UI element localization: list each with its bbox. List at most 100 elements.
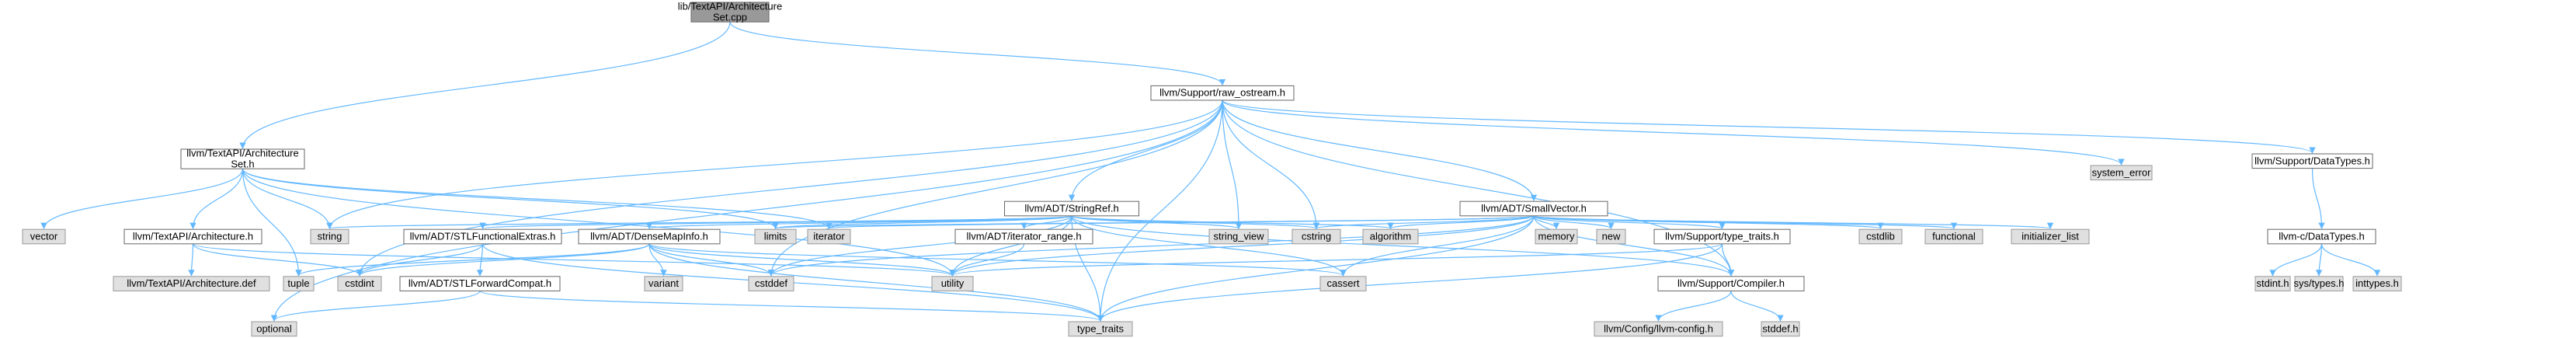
node-string-view: string_view <box>1208 228 1269 245</box>
node-box <box>1924 228 1983 245</box>
node-box <box>123 228 262 245</box>
node-label: cstring <box>1302 231 1331 242</box>
edge-raw_ostream-to-string_view <box>1222 99 1243 230</box>
node-datatypes[interactable]: llvm/Support/DataTypes.h <box>2251 153 2373 169</box>
edge-datatypes-to-llvmc_datatypes <box>2311 168 2325 230</box>
node-llvm-config: llvm/Config/llvm-config.h <box>1594 321 1723 337</box>
node-box <box>1362 228 1419 245</box>
edge-smallvector-to-initializer_list <box>1533 215 2053 230</box>
node-box <box>2090 165 2153 181</box>
node-stdint: stdint.h <box>2254 276 2291 291</box>
node-box <box>2011 228 2090 245</box>
edge-densemapinfo-to-tuple <box>295 243 650 277</box>
node-box <box>931 276 974 291</box>
node-label: initializer_list <box>2022 231 2079 242</box>
node-label: llvm/ADT/iterator_range.h <box>966 231 1081 242</box>
edge-archset-to-architecture <box>189 169 244 230</box>
node-label: stddef.h <box>1762 322 1798 334</box>
node-label: llvm/ADT/SmallVector.h <box>1481 203 1587 214</box>
node-cstddef: cstddef <box>748 276 794 291</box>
edge-stringref-to-cassert <box>1071 215 1347 277</box>
node-architecture[interactable]: llvm/TextAPI/Architecture.h <box>123 228 262 245</box>
node-type-traits-h[interactable]: llvm/Support/type_traits.h <box>1653 228 1791 245</box>
node-box <box>1150 85 1295 101</box>
edge-smallvector-to-cstddef <box>767 215 1535 277</box>
edge-root-to-raw_ostream <box>729 22 1226 86</box>
node-inttypes: inttypes.h <box>2352 276 2402 291</box>
node-arch-def: llvm/TextAPI/Architecture.def <box>113 276 270 291</box>
node-box <box>1068 321 1133 337</box>
node-compiler[interactable]: llvm/Support/Compiler.h <box>1657 276 1805 291</box>
node-box <box>310 228 349 245</box>
node-stlfunc[interactable]: llvm/ADT/STLFunctionalExtras.h <box>403 228 562 245</box>
edge-layer <box>40 22 2381 322</box>
node-label: Set.cpp <box>713 12 747 23</box>
edge-stringref-to-utility <box>949 215 1072 277</box>
node-smallvector[interactable]: llvm/ADT/SmallVector.h <box>1459 200 1608 217</box>
node-box <box>1761 321 1800 337</box>
node-label: string_view <box>1213 231 1264 242</box>
edge-archset-to-tuple <box>242 169 302 277</box>
node-vector: vector <box>22 228 66 245</box>
node-label: llvm/Support/Compiler.h <box>1677 277 1785 289</box>
node-variant: variant <box>644 276 683 291</box>
node-box <box>2294 276 2344 291</box>
node-label: llvm/ADT/STLFunctionalExtras.h <box>410 231 556 242</box>
node-box <box>954 228 1093 245</box>
edge-archset-to-utility <box>242 169 956 277</box>
node-label: llvm/ADT/StringRef.h <box>1024 203 1118 214</box>
edge-stlforward-to-optional <box>270 291 481 322</box>
node-iterator-range[interactable]: llvm/ADT/iterator_range.h <box>954 228 1093 245</box>
node-densemapinfo[interactable]: llvm/ADT/DenseMapInfo.h <box>578 228 721 245</box>
node-label: type_traits <box>1077 322 1124 334</box>
node-label: algorithm <box>1370 231 1411 242</box>
edge-smallvector-to-limits <box>773 215 1535 230</box>
node-box <box>399 276 561 291</box>
node-label: limits <box>764 231 787 242</box>
edge-raw_ostream-to-stringref <box>1068 99 1223 202</box>
node-label: llvm/TextAPI/Architecture <box>186 148 299 159</box>
node-label: cassert <box>1327 277 1360 289</box>
edge-root-to-archset <box>239 22 731 149</box>
node-box <box>337 276 382 291</box>
node-label: optional <box>256 322 292 334</box>
node-label: string <box>318 231 342 242</box>
edge-raw_ostream-to-cstdint <box>356 99 1223 277</box>
node-box <box>1858 228 1903 245</box>
node-label: iterator <box>813 231 845 242</box>
node-new: new <box>1596 228 1626 245</box>
node-label: llvm/Support/type_traits.h <box>1665 231 1779 242</box>
node-box <box>754 228 797 245</box>
node-stlforward[interactable]: llvm/ADT/STLForwardCompat.h <box>399 276 561 291</box>
edge-raw_ostream-to-type_traits <box>1097 99 1223 322</box>
node-box <box>644 276 683 291</box>
edge-densemapinfo-to-cstdint <box>356 243 650 277</box>
node-llvmc-datatypes[interactable]: llvm-c/DataTypes.h <box>2267 228 2376 245</box>
node-raw-ostream[interactable]: llvm/Support/raw_ostream.h <box>1150 85 1295 101</box>
edge-compiler-to-llvm_config <box>1655 291 1732 322</box>
edge-smallvector-to-utility <box>949 215 1535 277</box>
edge-stringref-to-stlfunc <box>480 215 1072 230</box>
edge-raw_ostream-to-smallvector <box>1222 99 1538 202</box>
edge-stringref-to-cstddef <box>767 215 1072 277</box>
node-label: llvm/Config/llvm-config.h <box>1604 322 1713 334</box>
node-label: system_error <box>2092 166 2152 178</box>
edge-stringref-to-iterator_range <box>1020 215 1072 230</box>
node-box <box>1596 228 1626 245</box>
node-box <box>2251 153 2373 169</box>
node-box <box>2267 228 2376 245</box>
node-box <box>1208 228 1269 245</box>
node-stringref[interactable]: llvm/ADT/StringRef.h <box>1004 200 1139 217</box>
node-label: llvm/TextAPI/Architecture.def <box>127 277 256 289</box>
node-label: Set.h <box>231 159 254 170</box>
edge-smallvector-to-compiler <box>1533 215 1735 277</box>
edge-architecture-to-cstdint <box>192 243 363 277</box>
node-label: llvm/TextAPI/Architecture.h <box>133 231 253 242</box>
edge-compiler-to-stddef <box>1730 291 1784 322</box>
node-label: inttypes.h <box>2355 277 2399 289</box>
node-box <box>1291 228 1341 245</box>
node-type-traits: type_traits <box>1068 321 1133 337</box>
